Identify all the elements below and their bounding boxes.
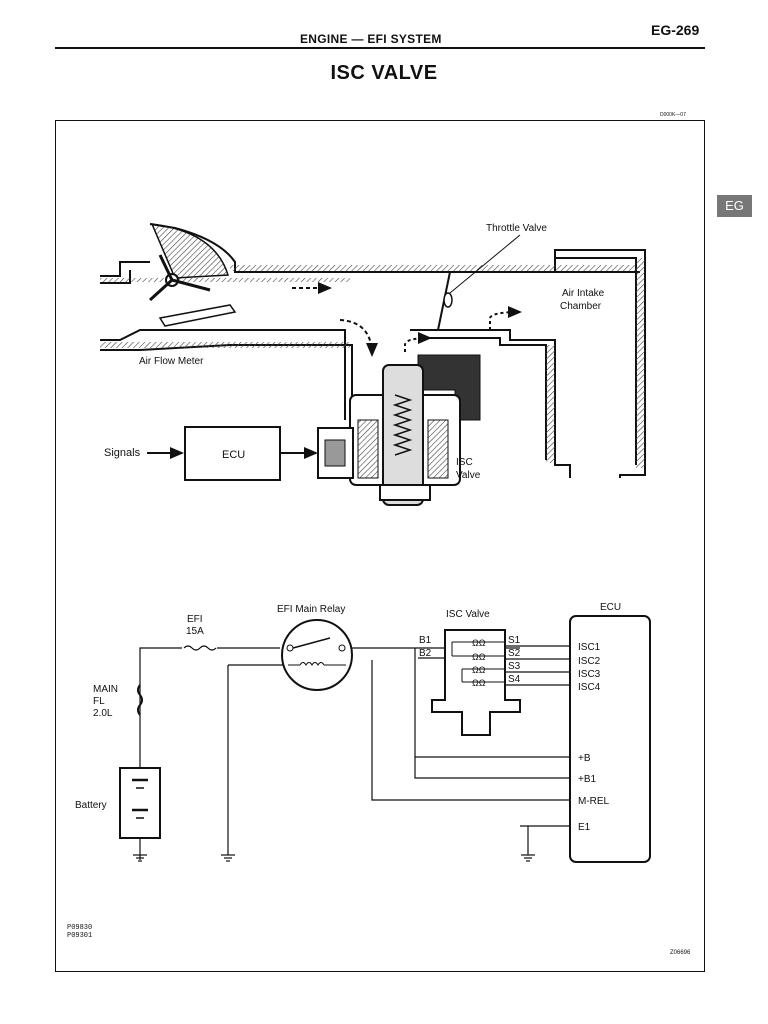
pin-s4: S4 bbox=[508, 674, 521, 685]
ecu-pin-b: +B bbox=[578, 753, 591, 764]
pin-b2: B2 bbox=[419, 648, 432, 659]
duct-hatch-upper bbox=[230, 265, 640, 271]
ecu-block-upper bbox=[184, 426, 281, 481]
efi-fuse-label-1: EFI bbox=[187, 614, 203, 625]
ecu-pin-isc4: ISC4 bbox=[578, 682, 601, 693]
air-flow-meter-label: Air Flow Meter bbox=[139, 356, 204, 367]
pin-s1: S1 bbox=[508, 635, 521, 646]
air-flow-arrows bbox=[292, 282, 522, 357]
header-rule bbox=[55, 47, 705, 49]
ref-code-2: P09301 bbox=[67, 932, 93, 940]
air-intake-label-1: Air Intake bbox=[562, 288, 605, 299]
air-flow-meter-flap bbox=[148, 223, 237, 327]
chamber-hatch-left bbox=[546, 345, 555, 463]
efi-fuse-label-2: 15A bbox=[186, 626, 204, 637]
isc-valve-wiring-label: ISC Valve bbox=[446, 609, 490, 620]
ecu-pin-e1: E1 bbox=[578, 822, 591, 833]
efi-main-relay-symbol bbox=[281, 619, 353, 691]
main-fusible-link bbox=[137, 684, 143, 716]
chamber-hatch-right bbox=[636, 258, 645, 468]
header-section: ENGINE — EFI SYSTEM bbox=[300, 32, 442, 46]
throttle-valve bbox=[437, 234, 521, 331]
ecu-pin-m-rel: M-REL bbox=[578, 796, 610, 807]
signals-label: Signals bbox=[104, 447, 141, 459]
ref-code-top: D000K—07 bbox=[660, 112, 686, 118]
isc-valve-symbol: ΩΩ ΩΩ ΩΩ ΩΩ bbox=[431, 629, 521, 736]
ecu-pin-isc2: ISC2 bbox=[578, 656, 601, 667]
main-fuse-label-2: FL bbox=[93, 696, 105, 707]
ecu-label-upper: ECU bbox=[222, 449, 245, 461]
pin-s3: S3 bbox=[508, 661, 521, 672]
isc-valve-body bbox=[317, 354, 481, 506]
svg-text:ΩΩ: ΩΩ bbox=[472, 665, 486, 675]
section-tab: EG bbox=[717, 195, 752, 217]
main-fuse-label-1: MAIN bbox=[93, 684, 118, 695]
throttle-valve-label: Throttle Valve bbox=[486, 223, 547, 234]
diagram-frame bbox=[55, 120, 705, 972]
ecu-pin-b1: +B1 bbox=[578, 774, 597, 785]
isc-valve-label-1: ISC bbox=[456, 457, 473, 468]
ground-symbols bbox=[133, 854, 535, 862]
battery-label: Battery bbox=[75, 800, 107, 811]
ecu-pin-isc3: ISC3 bbox=[578, 669, 601, 680]
svg-text:ΩΩ: ΩΩ bbox=[472, 652, 486, 662]
page-number: EG-269 bbox=[651, 22, 700, 38]
ecu-label-lower: ECU bbox=[600, 602, 621, 613]
page-title: ISC VALVE bbox=[330, 62, 438, 84]
svg-text:ΩΩ: ΩΩ bbox=[472, 678, 486, 688]
duct-hatch-bottom bbox=[100, 342, 350, 348]
svg-text:ΩΩ: ΩΩ bbox=[472, 638, 486, 648]
battery-symbol bbox=[119, 767, 161, 839]
ref-code-1: P09830 bbox=[67, 924, 93, 932]
efi-fuse-symbol bbox=[183, 645, 217, 651]
pin-s2: S2 bbox=[508, 648, 521, 659]
ref-code-bottom-right: Z06696 bbox=[670, 950, 691, 956]
main-fuse-label-3: 2.0L bbox=[93, 708, 113, 719]
ecu-pin-isc1: ISC1 bbox=[578, 642, 601, 653]
duct-hatch-top bbox=[100, 278, 350, 282]
relay-label: EFI Main Relay bbox=[277, 604, 345, 615]
ecu-block-lower bbox=[569, 615, 651, 863]
air-intake-label-2: Chamber bbox=[560, 301, 602, 312]
pin-b1: B1 bbox=[419, 635, 432, 646]
ref-codes-bottom: P09830 P09301 bbox=[67, 924, 92, 940]
isc-valve-label-2: Valve bbox=[456, 470, 481, 481]
